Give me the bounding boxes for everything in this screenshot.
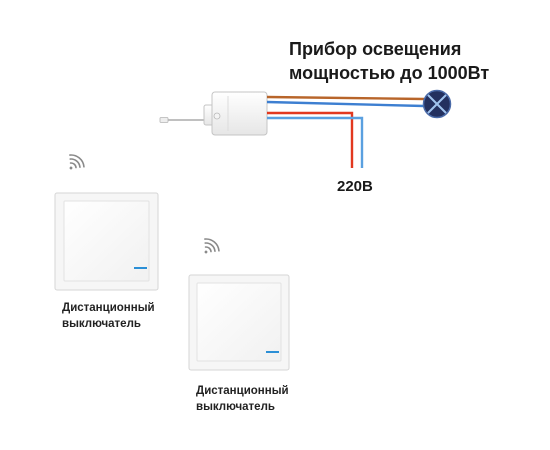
lighting-device-title-line1: Прибор освещения: [289, 39, 461, 59]
signal-arc-small: [69, 162, 77, 169]
signal-arc-small: [204, 246, 212, 253]
wifi-signal-icon: [69, 154, 85, 170]
switch-2-label-line1: Дистанционный: [196, 385, 289, 397]
signal-arc-large: [69, 154, 85, 168]
signal-arc-medium: [69, 158, 81, 169]
signal-dot: [204, 250, 208, 254]
lamp-cross-b: [427, 94, 447, 114]
wire-light-blue: [267, 116, 364, 168]
signal-dot: [69, 166, 73, 170]
switch-1-label-line1: Дистанционный: [62, 302, 155, 314]
receiver-module-icon: [203, 91, 268, 136]
remote-switch-1: [54, 192, 159, 291]
signal-arc-large: [204, 238, 220, 252]
wire-blue: [266, 100, 425, 108]
switch-key: [63, 200, 150, 282]
signal-arc-medium: [204, 242, 216, 253]
switch-key: [196, 282, 282, 362]
lighting-device-title-line2: мощностью до 1000Вт: [289, 63, 489, 83]
mains-voltage-label: 220В: [337, 178, 373, 195]
antenna-wire: [159, 117, 206, 123]
remote-switch-2: [188, 274, 290, 371]
switch-2-label-line2: выключатель: [196, 401, 275, 413]
light-bulb-icon: [422, 89, 452, 119]
wire-brown: [266, 95, 425, 101]
switch-1-label-line2: выключатель: [62, 318, 141, 330]
wifi-signal-icon: [204, 238, 220, 254]
wire-red: [267, 111, 354, 168]
